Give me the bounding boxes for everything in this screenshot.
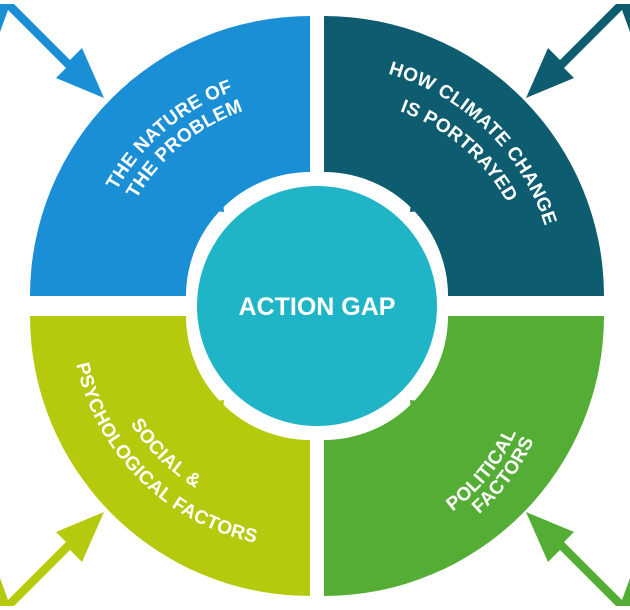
center-label: ACTION GAP <box>239 293 396 321</box>
inner-arrow-political <box>410 400 471 462</box>
quadrant-political-factors <box>324 316 604 596</box>
inner-arrow-social <box>163 400 224 462</box>
quadrant-nature-of-problem <box>30 16 310 296</box>
quadrant-social-psychological <box>30 316 310 596</box>
outer-arrow-bottom-left <box>0 512 104 606</box>
outer-arrow-top-right <box>526 4 630 98</box>
center-circle <box>197 186 437 426</box>
quadrant-climate-portrayal <box>324 16 604 296</box>
inner-arrow-portrayal <box>410 150 471 212</box>
outer-arrow-top-left <box>0 4 104 98</box>
inner-arrow-nature <box>163 150 224 212</box>
outer-arrow-bottom-right <box>526 512 630 606</box>
